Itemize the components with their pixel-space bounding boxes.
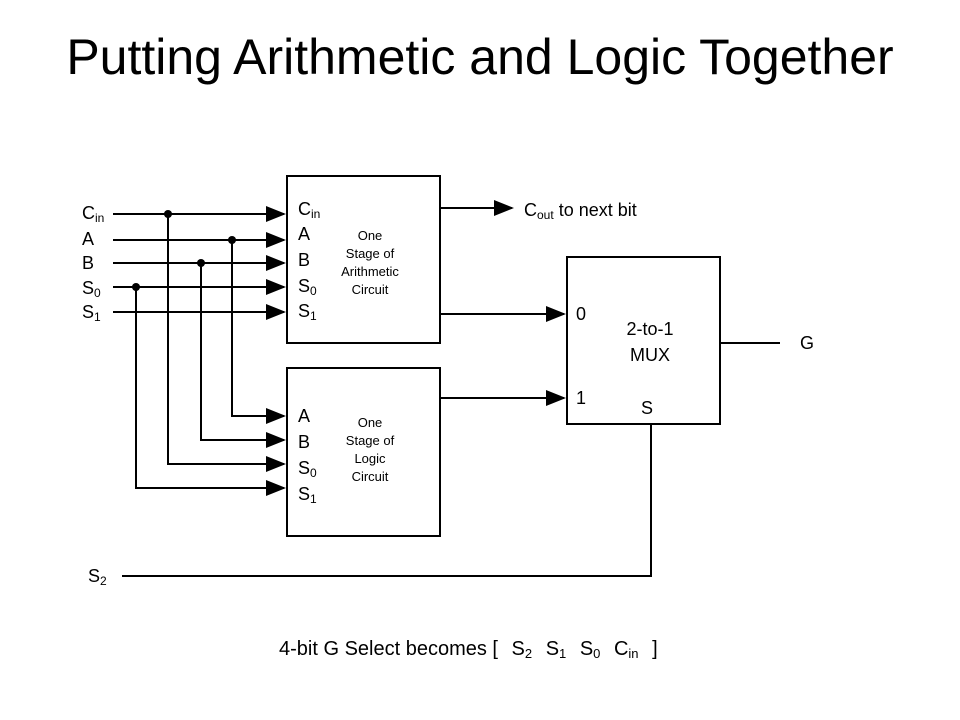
wire-s1-branch bbox=[135, 287, 286, 496]
select-footer: 4-bit G Select becomes [ S2 S1 S0 Cin ] bbox=[279, 638, 658, 661]
input-label-cin: Cin bbox=[82, 203, 105, 225]
arith-port-b: B bbox=[298, 250, 311, 270]
junction-b bbox=[197, 259, 205, 267]
arithmetic-box bbox=[286, 175, 441, 344]
mux-box bbox=[566, 256, 721, 425]
arith-port-cin: Cin bbox=[298, 199, 321, 221]
input-label-s1: S1 bbox=[82, 302, 101, 324]
wire-s2 bbox=[122, 424, 652, 577]
cout-label: Cout to next bit bbox=[524, 200, 637, 222]
input-label-s0: S0 bbox=[82, 278, 101, 300]
logic-box bbox=[286, 367, 441, 537]
junction-s0 bbox=[132, 283, 140, 291]
mux-label: 2-to-1 MUX bbox=[626, 319, 674, 365]
arith-port-s0: S0 bbox=[298, 276, 317, 298]
logic-box-label: One Stage of Logic Circuit bbox=[345, 415, 395, 484]
logic-port-b: B bbox=[298, 432, 311, 452]
output-label-g: G bbox=[800, 333, 815, 353]
input-label-s2: S2 bbox=[88, 566, 107, 588]
mux-select-label: S bbox=[641, 398, 654, 418]
arith-box-label: One Stage of Arithmetic Circuit bbox=[341, 228, 399, 297]
wire-s0-branch bbox=[167, 214, 286, 472]
mux-input-1: 1 bbox=[576, 388, 587, 408]
logic-port-s1: S1 bbox=[298, 484, 317, 506]
junction-a bbox=[228, 236, 236, 244]
wire-a-branch bbox=[231, 240, 286, 424]
arith-port-a: A bbox=[298, 224, 311, 244]
input-label-a: A bbox=[82, 229, 95, 249]
wire-b-branch bbox=[200, 263, 286, 448]
logic-port-a: A bbox=[298, 406, 311, 426]
logic-port-s0: S0 bbox=[298, 458, 317, 480]
arith-port-s1: S1 bbox=[298, 301, 317, 323]
junction-cin bbox=[164, 210, 172, 218]
slide-title: Putting Arithmetic and Logic Together bbox=[66, 29, 894, 85]
mux-input-0: 0 bbox=[576, 304, 587, 324]
input-label-b: B bbox=[82, 253, 95, 273]
